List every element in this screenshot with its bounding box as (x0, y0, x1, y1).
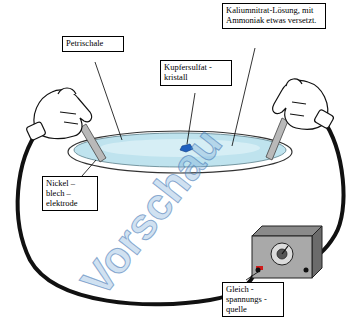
box-text: Kaliumnitrat-Lösung, mit Ammoniak etwas … (226, 6, 322, 26)
box-text: Petrischale (66, 39, 120, 49)
box-text: Nickel – blech – elektrode (46, 179, 94, 208)
dc-power-supply (252, 226, 322, 278)
solution-label-box: Kaliumnitrat-Lösung, mit Ammoniak etwas … (222, 3, 326, 29)
electrode-label-box: Nickel – blech – elektrode (42, 176, 98, 211)
right-hand (273, 79, 335, 130)
power-supply-label-box: Gleich - spannungs - quelle (222, 282, 284, 317)
dish-label-box: Petrischale (62, 36, 124, 52)
nickel-electrode-left (80, 124, 106, 162)
box-text: Gleich - spannungs - quelle (226, 285, 280, 314)
box-text: Kupfersulfat - kristall (164, 63, 228, 83)
left-hand (26, 88, 92, 141)
nickel-electrode-right (266, 118, 288, 160)
crystal-label-box: Kupfersulfat - kristall (160, 60, 232, 86)
